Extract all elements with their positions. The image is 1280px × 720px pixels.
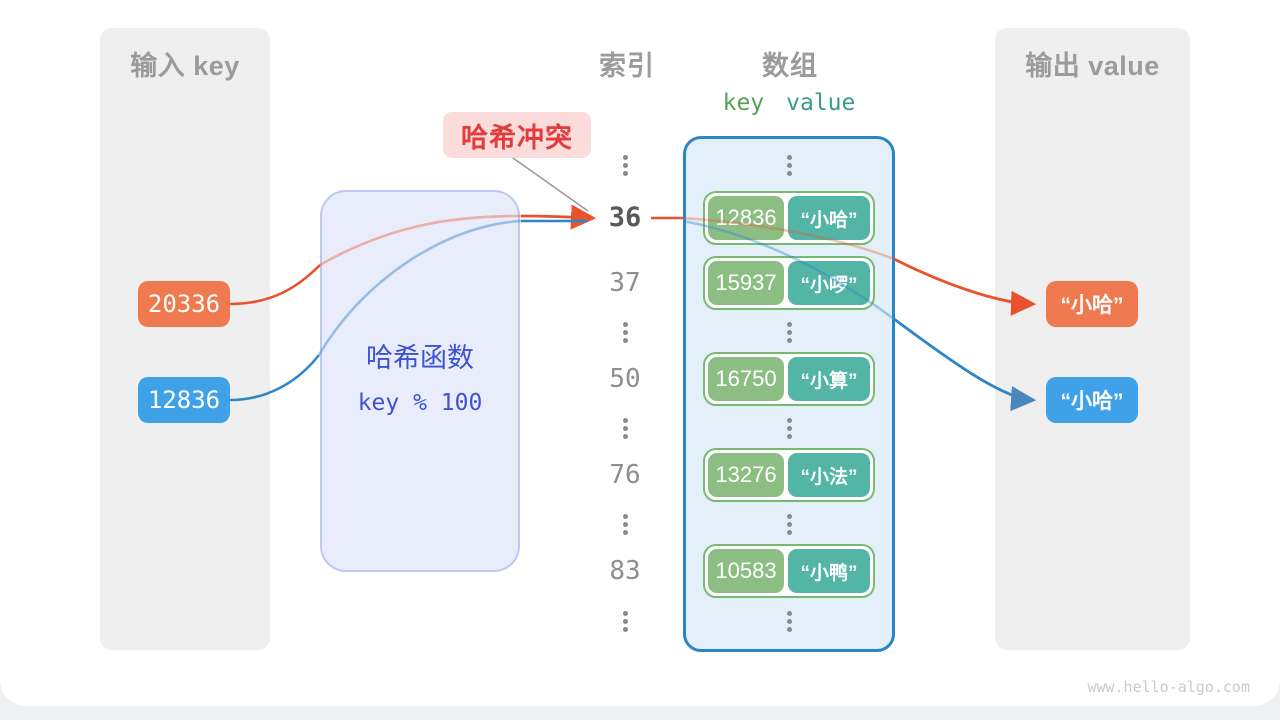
array-pair-row: 13276 “小法” (703, 448, 875, 502)
input-key-value: 12836 (147, 386, 221, 414)
array-pair-row: 12836 “小哈” (703, 191, 875, 245)
input-key-box-blue: 12836 (138, 377, 230, 423)
pair-value: “小啰” (788, 261, 870, 305)
site-watermark: www.hello-algo.com (1087, 678, 1250, 696)
input-key-value: 20336 (147, 290, 221, 318)
pair-key: 12836 (708, 196, 784, 240)
array-ellipsis (784, 514, 794, 535)
array-column-header: 数组 (762, 51, 818, 81)
hash-function-box: 哈希函数 key % 100 (320, 190, 520, 572)
index-value: 37 (609, 268, 641, 298)
value-header-label: value (786, 90, 856, 116)
output-panel-title: 输出 value (1025, 51, 1160, 81)
pair-key: 10583 (708, 549, 784, 593)
pair-key: 15937 (708, 261, 784, 305)
index-value: 76 (609, 460, 641, 490)
index-ellipsis (620, 322, 630, 343)
pair-value: “小算” (788, 357, 870, 401)
index-ellipsis (620, 514, 630, 535)
output-value-panel: 输出 value (995, 28, 1190, 650)
output-value-text: “小哈” (1060, 294, 1124, 317)
index-ellipsis (620, 155, 630, 176)
input-panel-title: 输入 key (130, 51, 240, 81)
pair-key: 16750 (708, 357, 784, 401)
array-ellipsis (784, 611, 794, 632)
array-pair-row: 10583 “小鸭” (703, 544, 875, 598)
output-value-box-orange: “小哈” (1046, 281, 1138, 327)
pair-key: 13276 (708, 453, 784, 497)
input-key-panel: 输入 key (100, 28, 270, 650)
key-header-label: key (722, 90, 765, 116)
array-ellipsis (784, 155, 794, 176)
array-ellipsis (784, 418, 794, 439)
output-value-box-blue: “小哈” (1046, 377, 1138, 423)
hash-function-name: 哈希函数 (366, 343, 474, 373)
index-column-header: 索引 (599, 51, 655, 81)
pair-value: “小法” (788, 453, 870, 497)
input-key-box-orange: 20336 (138, 281, 230, 327)
array-ellipsis (784, 322, 794, 343)
pair-value: “小哈” (788, 196, 870, 240)
array-pair-row: 16750 “小算” (703, 352, 875, 406)
hash-collision-badge: 哈希冲突 (443, 112, 591, 158)
index-ellipsis (620, 611, 630, 632)
index-value: 83 (609, 556, 641, 586)
array-pair-row: 15937 “小啰” (703, 256, 875, 310)
output-value-text: “小哈” (1060, 390, 1124, 413)
index-value: 50 (609, 364, 641, 394)
index-value-highlighted: 36 (608, 202, 642, 233)
key-value-subheader: key value (683, 90, 895, 116)
index-ellipsis (620, 418, 630, 439)
pair-value: “小鸭” (788, 549, 870, 593)
hash-function-formula: key % 100 (357, 390, 483, 416)
